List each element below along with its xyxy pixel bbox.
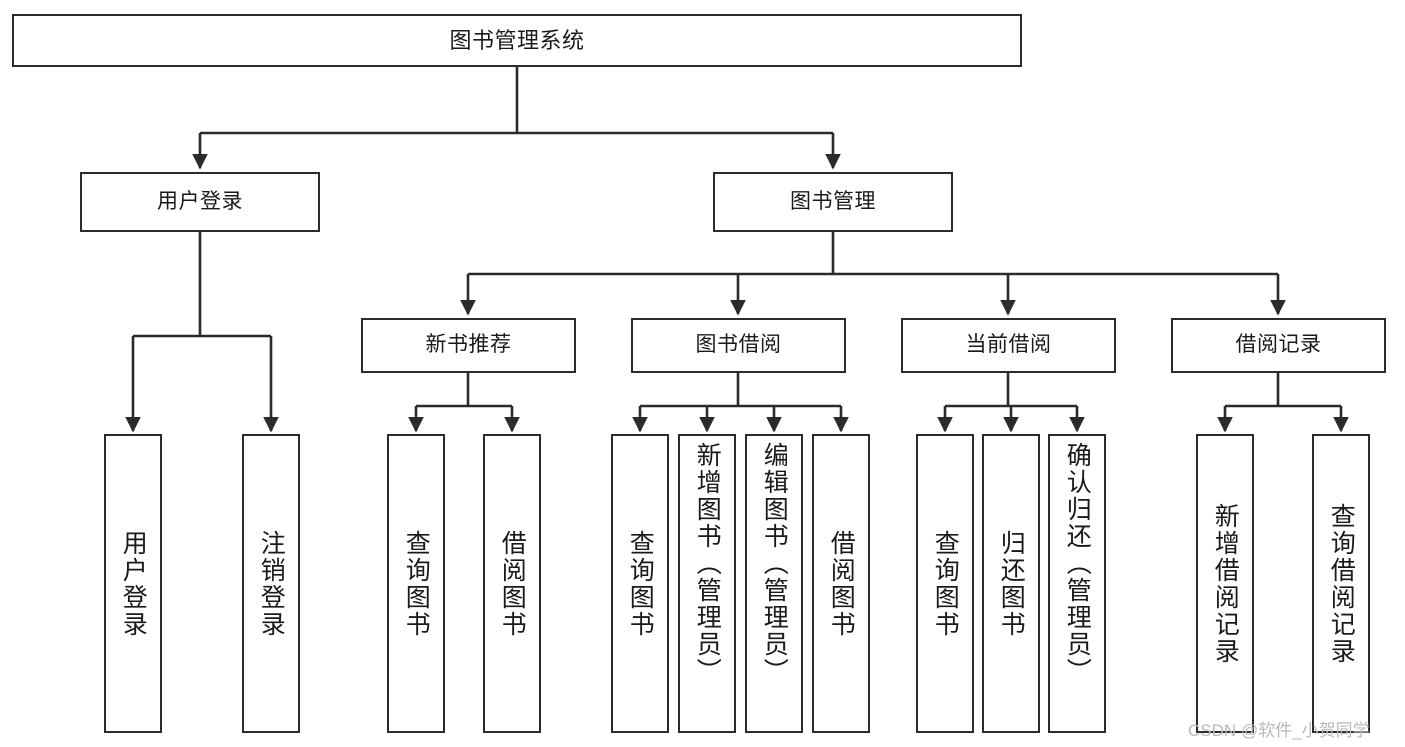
node-leaf-borrow-book-1[interactable]: 借阅图书 <box>483 434 541 733</box>
node-leaf-user-login[interactable]: 用户登录 <box>104 434 162 733</box>
node-leaf-edit-book-label: 编辑图书（管理员） <box>760 442 789 685</box>
node-book-borrow[interactable]: 图书借阅 <box>631 318 846 373</box>
node-leaf-logout-label: 注销登录 <box>257 529 286 638</box>
node-borrow-record[interactable]: 借阅记录 <box>1171 318 1386 373</box>
node-user-login-label: 用户登录 <box>157 189 243 213</box>
node-leaf-query-book-1-label: 查询图书 <box>402 529 431 638</box>
node-leaf-add-book[interactable]: 新增图书（管理员） <box>678 434 736 733</box>
node-leaf-edit-book[interactable]: 编辑图书（管理员） <box>745 434 803 733</box>
node-new-book-recommend-label: 新书推荐 <box>425 333 512 357</box>
node-leaf-query-book-3-label: 查询图书 <box>931 529 960 638</box>
node-leaf-logout[interactable]: 注销登录 <box>242 434 300 733</box>
node-leaf-confirm-return[interactable]: 确认归还（管理员） <box>1048 434 1106 733</box>
node-book-manage[interactable]: 图书管理 <box>713 172 953 232</box>
node-leaf-borrow-book-1-label: 借阅图书 <box>498 529 527 638</box>
node-leaf-query-book-2-label: 查询图书 <box>626 529 655 638</box>
node-leaf-confirm-return-label: 确认归还（管理员） <box>1063 442 1092 685</box>
node-leaf-add-record-label: 新增借阅记录 <box>1211 502 1240 665</box>
node-leaf-query-record[interactable]: 查询借阅记录 <box>1312 434 1370 733</box>
node-leaf-query-book-2[interactable]: 查询图书 <box>611 434 669 733</box>
node-book-manage-label: 图书管理 <box>790 189 876 213</box>
node-borrow-record-label: 借阅记录 <box>1235 333 1322 357</box>
node-leaf-query-record-label: 查询借阅记录 <box>1327 502 1356 665</box>
node-leaf-borrow-book-2[interactable]: 借阅图书 <box>812 434 870 733</box>
node-user-login[interactable]: 用户登录 <box>80 172 320 232</box>
node-leaf-query-book-3[interactable]: 查询图书 <box>916 434 974 733</box>
node-book-borrow-label: 图书借阅 <box>695 333 782 357</box>
node-current-borrow-label: 当前借阅 <box>965 333 1052 357</box>
node-leaf-add-record[interactable]: 新增借阅记录 <box>1196 434 1254 733</box>
node-new-book-recommend[interactable]: 新书推荐 <box>361 318 576 373</box>
node-current-borrow[interactable]: 当前借阅 <box>901 318 1116 373</box>
csdn-watermark: CSDN @软件_小贺同学 <box>1188 721 1370 740</box>
node-root-label: 图书管理系统 <box>449 27 585 53</box>
node-leaf-borrow-book-2-label: 借阅图书 <box>827 529 856 638</box>
node-leaf-return-book-label: 归还图书 <box>997 529 1026 638</box>
node-leaf-query-book-1[interactable]: 查询图书 <box>387 434 445 733</box>
node-leaf-add-book-label: 新增图书（管理员） <box>693 442 722 685</box>
node-root[interactable]: 图书管理系统 <box>12 14 1022 67</box>
node-leaf-user-login-label: 用户登录 <box>119 529 148 638</box>
node-leaf-return-book[interactable]: 归还图书 <box>982 434 1040 733</box>
